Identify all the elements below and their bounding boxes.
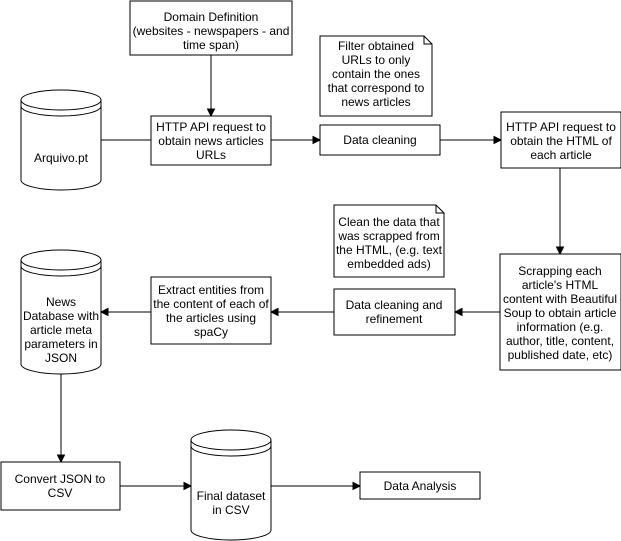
node-text-line: URLs (196, 148, 226, 162)
node-text-line: HTTP API request to (506, 120, 616, 134)
node-text-line: Arquivo.pt (34, 151, 89, 165)
node-text-line: time span) (183, 38, 239, 52)
node-text-line: Convert JSON to (15, 472, 106, 486)
node-text-line: Extract entities from (158, 283, 264, 297)
node-text-line: obtain the HTML of (510, 134, 612, 148)
node-text-line: published date, etc) (508, 348, 613, 362)
arrowhead (493, 135, 503, 145)
node-text-line: article's HTML (522, 278, 599, 292)
node-text-line: article meta (30, 323, 92, 337)
node-text-line: Scrapping each (518, 264, 601, 278)
node-text-line: the content of each of (153, 297, 269, 311)
node-text-line: spaCy (194, 325, 228, 339)
svg-text:Data Analysis: Data Analysis (384, 479, 457, 493)
node-text-line: Domain Definition (164, 10, 259, 24)
node-text-line: CSV (48, 486, 73, 500)
node-text-line: Database with (23, 309, 99, 323)
node-text-line: Data Analysis (384, 479, 457, 493)
svg-text:Domain Definition(websites - n: Domain Definition(websites - newspapers … (133, 10, 290, 52)
note-text-line: that correspond to (328, 81, 425, 95)
arrowhead (99, 307, 109, 317)
note-text-line: the HTML, (e.g. text (336, 243, 443, 257)
node-text-line: parameters in (24, 337, 97, 351)
node-data-analysis: Data Analysis (359, 471, 481, 500)
node-text-line: in CSV (212, 503, 249, 517)
edges (56, 55, 565, 491)
note-text-line: news articles (341, 95, 410, 109)
node-text-line: Data cleaning and (346, 298, 443, 312)
node-domain-definition: Domain Definition(websites - newspapers … (129, 0, 293, 56)
svg-text:Arquivo.pt: Arquivo.pt (34, 151, 89, 165)
arrowhead (183, 481, 193, 491)
arrowhead (352, 481, 362, 491)
arrowhead (56, 454, 66, 464)
cylinder-arquivo: Arquivo.pt (20, 89, 102, 191)
node-text-line: Data cleaning (343, 133, 416, 147)
node-text-line: HTTP API request to (156, 120, 266, 134)
note-text-line: Clean the data that (338, 215, 440, 229)
node-text-line: author, title, content, (506, 334, 614, 348)
arrowhead (312, 135, 322, 145)
arrowhead (453, 307, 463, 317)
arrowhead (206, 108, 216, 118)
node-text-line: JSON (45, 351, 77, 365)
node-text-line: refinement (366, 312, 423, 326)
node-text-line: obtain news articles (158, 134, 263, 148)
node-text-line: the articles using (166, 311, 256, 325)
node-text-line: information (e.g. (517, 320, 604, 334)
note-text-line: embedded ads) (347, 257, 430, 271)
arrowhead (269, 307, 279, 317)
node-text-line: News (46, 295, 76, 309)
node-text-line: Final dataset (197, 489, 266, 503)
node-data-cleaning: Data cleaning (319, 124, 441, 156)
note-text-line: contain the ones (332, 67, 420, 81)
note-text-line: was scrapped from (337, 229, 439, 243)
node-text-line: each article (530, 148, 592, 162)
node-text-line: (websites - newspapers - and (133, 24, 290, 38)
arrowhead (555, 246, 565, 256)
node-text-line: Soup to obtain article (504, 306, 617, 320)
note-text-line: URLs to only (342, 53, 411, 67)
note-text-line: Filter obtained (338, 39, 414, 53)
node-text-line: content with Beautiful (503, 292, 617, 306)
svg-text:Data cleaning: Data cleaning (343, 133, 416, 147)
